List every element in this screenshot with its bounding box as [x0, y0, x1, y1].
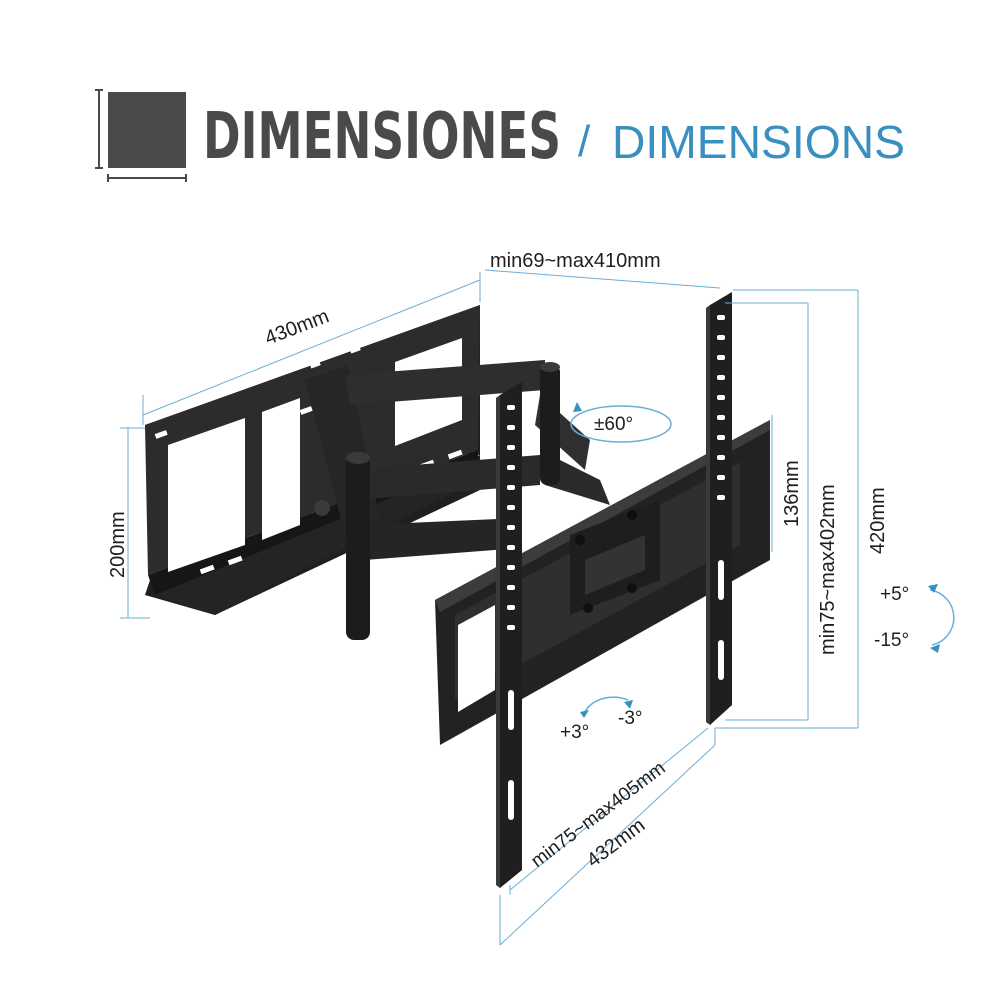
angle-tilt-down-label: -15°	[874, 630, 909, 651]
tv-wall-mount-illustration	[145, 292, 770, 888]
dim-label-tv-plate-height: 420mm	[867, 487, 889, 554]
tilt-down-arrow-icon	[930, 644, 940, 653]
title-spanish: DIMENSIONES	[203, 100, 561, 174]
angle-swivel-label: ±60°	[594, 414, 633, 435]
dim-label-wall-plate-height: 200mm	[107, 511, 129, 578]
dimension-lines	[120, 269, 859, 946]
wall-plate	[145, 305, 480, 615]
tilt-indicator: +5° -15°	[874, 584, 955, 653]
title-separator: /	[578, 117, 591, 166]
swivel-arrow-icon	[573, 402, 582, 412]
angle-level-left-label: +3°	[560, 722, 589, 743]
vertical-bracket-right	[706, 292, 732, 725]
level-left-arrow-icon	[580, 710, 589, 718]
level-right-arrow-icon	[624, 700, 633, 709]
angle-level-right-label: -3°	[618, 708, 643, 729]
dimension-square-icon	[95, 89, 187, 182]
level-indicator: +3° -3°	[560, 696, 643, 743]
dim-label-arm-extension: min69~max410mm	[490, 250, 661, 272]
vertical-bracket-left	[496, 382, 522, 888]
angle-indicators: ±60° +5° -15° +3° -3°	[560, 402, 955, 743]
angle-tilt-up-label: +5°	[880, 584, 909, 605]
dim-label-rail-height: 136mm	[781, 460, 803, 527]
dim-label-vesa-height: min75~max402mm	[817, 484, 839, 655]
swivel-indicator: ±60°	[570, 402, 672, 443]
header: DIMENSIONES / DIMENSIONS	[95, 89, 905, 182]
title-english: DIMENSIONS	[612, 116, 905, 168]
tilt-up-arrow-icon	[928, 584, 938, 593]
articulating-arms	[305, 360, 610, 640]
